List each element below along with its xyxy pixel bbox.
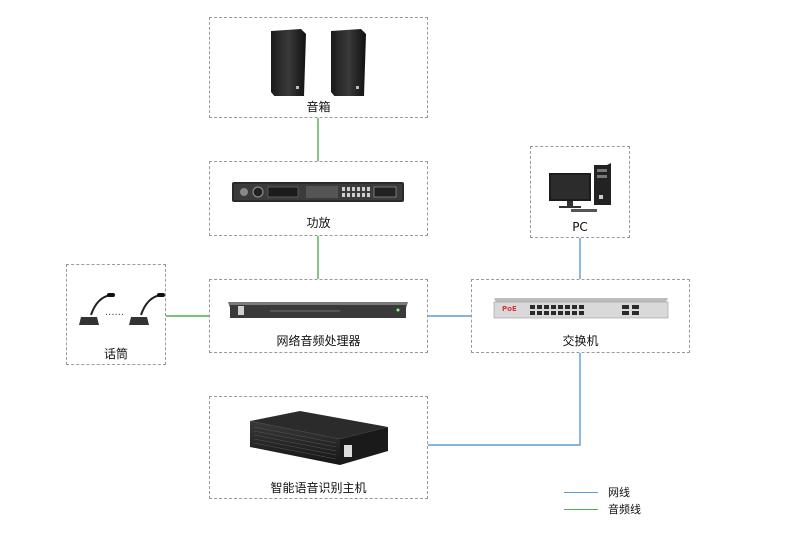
- legend-audio: 音频线: [564, 501, 641, 517]
- host-label: 智能语音识别主机: [270, 481, 367, 495]
- amplifier-label: 功放: [306, 216, 331, 230]
- host-icon: [250, 411, 388, 465]
- microphones-node[interactable]: ...... 话筒: [66, 264, 166, 365]
- legend-audio-label: 音频线: [608, 503, 641, 516]
- switch-node[interactable]: PoE 交换机: [471, 279, 690, 353]
- network-link-switch-host: [428, 353, 581, 446]
- host-node[interactable]: 智能语音识别主机: [209, 396, 428, 499]
- pc-icon: [549, 163, 611, 212]
- switch-label: 交换机: [562, 334, 599, 348]
- amplifier-node[interactable]: 功放: [209, 161, 428, 236]
- microphone-icon: [79, 293, 165, 325]
- processor-label: 网络音频处理器: [276, 334, 361, 348]
- speakers-node[interactable]: 音箱: [209, 17, 428, 118]
- pc-node[interactable]: PC: [530, 146, 630, 238]
- legend-network-line: [564, 491, 598, 493]
- legend-network-label: 网线: [608, 486, 630, 499]
- microphone-dots: ......: [105, 307, 125, 318]
- microphones-label: 话筒: [103, 347, 128, 361]
- switch-icon: [493, 298, 669, 319]
- speaker-icon: [271, 29, 366, 96]
- audio-processor-icon: [228, 302, 408, 318]
- speakers-label: 音箱: [306, 100, 331, 114]
- switch-brand: PoE: [502, 305, 517, 313]
- legend-audio-line: [564, 508, 598, 510]
- legend-network: 网线: [564, 484, 630, 500]
- pc-label: PC: [572, 220, 588, 234]
- processor-node[interactable]: 网络音频处理器: [209, 279, 428, 353]
- amplifier-icon: [232, 182, 404, 202]
